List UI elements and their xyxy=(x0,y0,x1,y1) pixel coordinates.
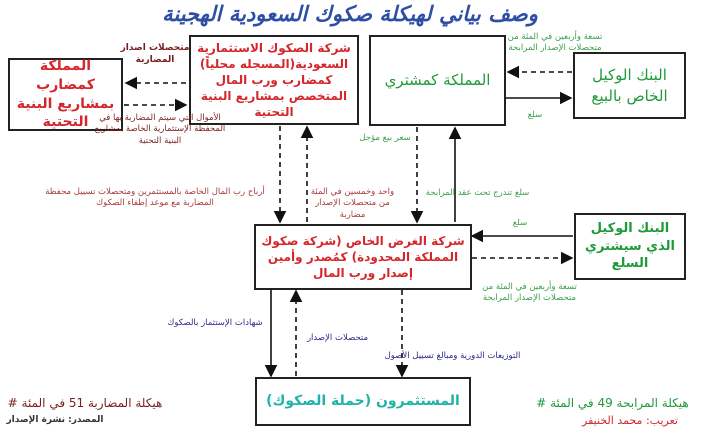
label-commodities-mid: سلع xyxy=(512,218,528,228)
label-murabaha-49-top: تسعة وأربعين في المئة من متحصلات الإصدار… xyxy=(507,32,603,54)
label-funds-invested: الأموال التي سيتم المضاربة بها في المحفظ… xyxy=(94,113,226,146)
box-kingdom-buyer-text: المملكة كمشتري xyxy=(384,71,491,90)
footer-source: المصدر: نشرة الإصدار xyxy=(6,415,104,425)
box-sukuk-company: شركة الصكوك الاستثمارية السعودية(المسجله… xyxy=(189,35,359,125)
label-commodities-murabaha: سلع تندرج تحت عقد المرابحة xyxy=(425,188,530,198)
box-spv-text: شركة الغرض الخاص (شركة صكوك المملكة المح… xyxy=(261,233,465,281)
box-agent-bank-buyer-text: البنك الوكيل الذي سيشتري السلع xyxy=(585,221,675,272)
footer-translation: تعريب: محمد الخنيفر xyxy=(582,414,678,427)
box-kingdom-mudarib: المملكة كمضارب بمشاريع البنية التحتية xyxy=(8,58,123,131)
label-investment-certificates: شهادات الإستثمار بالصكوك xyxy=(167,318,263,328)
box-investors-text: المستثمرون (حملة الصكوك) xyxy=(266,393,460,410)
label-profits-capital: أرباح رب المال الخاصة بالمستثمرين ومتحصل… xyxy=(45,187,265,209)
box-agent-bank-seller-text: البنك الوكيل الخاص بالبيع xyxy=(591,66,668,105)
label-mudaraba-proceeds: متحصلات اصدار المضاربة xyxy=(120,43,190,66)
box-kingdom-mudarib-text: المملكة كمضارب بمشاريع البنية التحتية xyxy=(16,57,115,131)
box-spv: شركة الغرض الخاص (شركة صكوك المملكة المح… xyxy=(254,224,472,290)
box-investors: المستثمرون (حملة الصكوك) xyxy=(255,377,471,426)
label-distributions: التوزيعات الدورية ومبالغ تسييل الأصول xyxy=(384,351,521,361)
label-mudaraba-51: واحد وخمسين في المئة من متحصلات الإصدار … xyxy=(310,187,395,220)
label-issuance-proceeds: متحصلات الإصدار xyxy=(306,333,369,343)
diagram-title: وصف بياني لهيكلة صكوك السعودية الهجينة xyxy=(162,2,538,26)
label-murabaha-49-mid: تسعة وأربعين في المئة من متحصلات الإصدار… xyxy=(482,282,577,304)
label-commodities-top: سلع xyxy=(527,110,543,120)
label-deferred-price: سعر بيع مؤجل xyxy=(359,133,411,143)
box-kingdom-buyer: المملكة كمشتري xyxy=(369,35,506,126)
box-agent-bank-buyer: البنك الوكيل الذي سيشتري السلع xyxy=(574,213,686,280)
footer-mudaraba-structure: هيكلة المضاربة 51 في المئة # xyxy=(7,396,163,410)
box-sukuk-company-text: شركة الصكوك الاستثمارية السعودية(المسجله… xyxy=(197,40,351,120)
footer-murabaha-structure: هيكلة المرابحة 49 في المئة # xyxy=(536,396,689,410)
box-agent-bank-seller: البنك الوكيل الخاص بالبيع xyxy=(573,52,686,119)
